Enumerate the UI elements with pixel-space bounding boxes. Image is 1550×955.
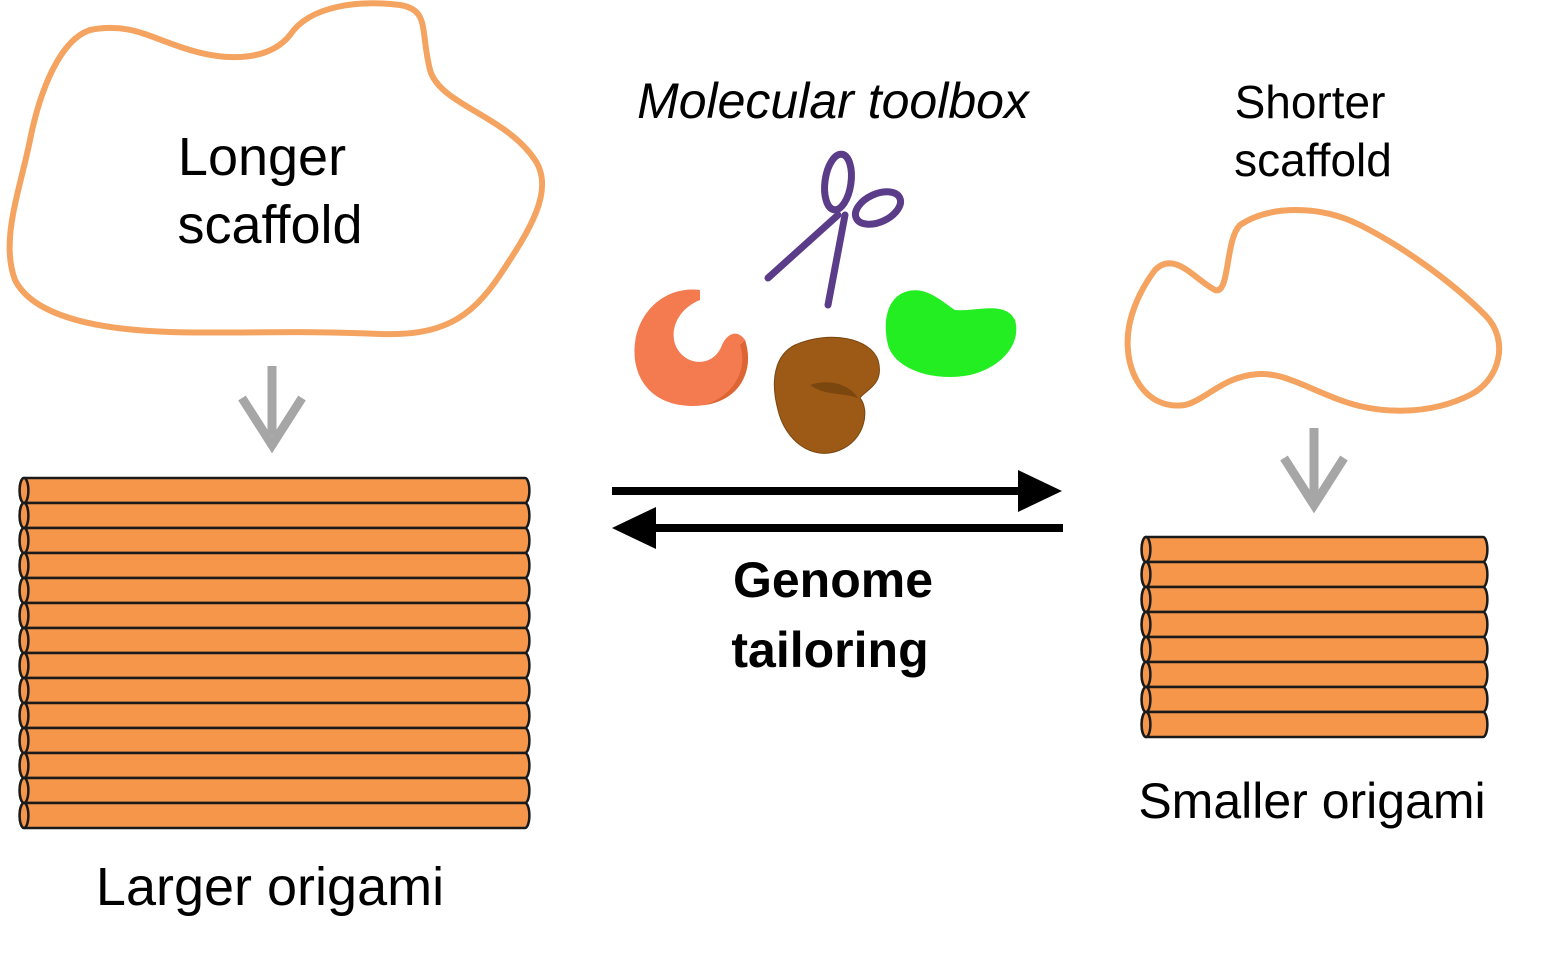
down-arrow-left	[238, 366, 306, 454]
larger-origami-helix	[18, 726, 531, 755]
larger-origami-helix	[18, 601, 531, 630]
larger-origami-helix	[18, 676, 531, 705]
larger-origami-helix	[18, 476, 531, 505]
longer-scaffold-label-line1: Longer	[178, 127, 346, 187]
smaller-origami-bundle	[1140, 535, 1489, 739]
toolbox-label: Molecular toolbox	[637, 73, 1031, 129]
longer-scaffold-label-line2: scaffold	[177, 195, 362, 255]
smaller-origami-helix	[1140, 685, 1489, 714]
larger-origami-helix	[18, 651, 531, 680]
forward-arrow	[612, 470, 1062, 512]
enzyme-orange-icon	[634, 289, 749, 406]
larger-origami-helix	[18, 701, 531, 730]
genome-tailoring-label-line2: tailoring	[731, 622, 928, 678]
enzyme-brown-icon	[773, 336, 880, 454]
larger-origami-helix	[18, 501, 531, 530]
shorter-scaffold-label-line1: Shorter	[1235, 76, 1386, 128]
larger-origami-helix	[18, 576, 531, 605]
larger-origami-helix	[18, 776, 531, 805]
shorter-scaffold-loop	[1124, 207, 1503, 414]
smaller-origami-helix	[1140, 560, 1489, 589]
larger-origami-helix	[18, 526, 531, 555]
shorter-scaffold-label-line2: scaffold	[1234, 134, 1392, 186]
larger-origami-helix	[18, 751, 531, 780]
smaller-origami-helix	[1140, 535, 1489, 564]
larger-origami-helix	[18, 551, 531, 580]
larger-origami-helix	[18, 626, 531, 655]
smaller-origami-label: Smaller origami	[1138, 773, 1485, 829]
smaller-origami-helix	[1140, 585, 1489, 614]
genome-tailoring-label-line1: Genome	[733, 552, 933, 608]
scissors-icon	[764, 150, 905, 309]
smaller-origami-helix	[1140, 610, 1489, 639]
smaller-origami-helix	[1140, 660, 1489, 689]
larger-origami-bundle	[18, 476, 531, 830]
smaller-origami-helix	[1140, 710, 1489, 739]
down-arrow-right	[1280, 428, 1348, 514]
enzyme-green-icon	[885, 290, 1017, 377]
larger-origami-helix	[18, 801, 531, 830]
longer-scaffold-loop	[6, 0, 546, 338]
smaller-origami-helix	[1140, 635, 1489, 664]
larger-origami-label: Larger origami	[96, 857, 444, 917]
reverse-arrow	[612, 507, 1063, 549]
